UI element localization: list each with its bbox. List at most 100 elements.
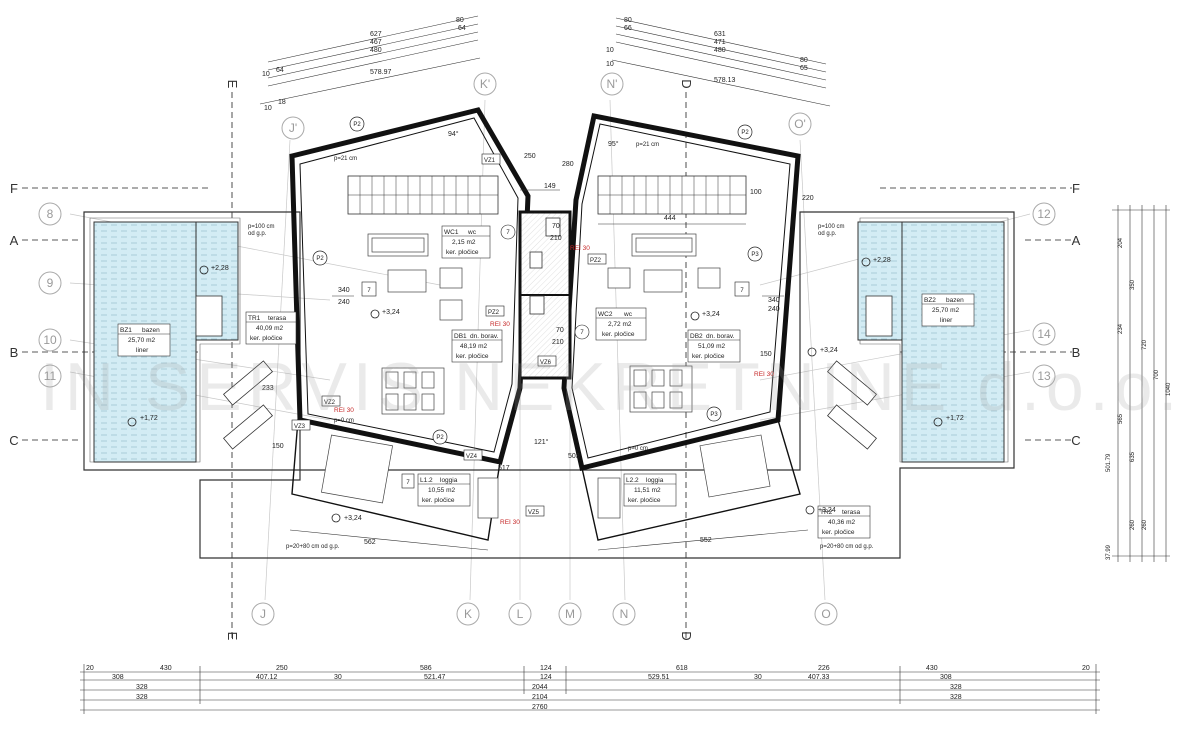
level-markers: +3,24 +3,24 +3,24 +3,24 +3,24 +2,28 +2,2… xyxy=(127,257,964,523)
room-code-bz2: BZ2 xyxy=(924,297,936,304)
pool-right xyxy=(857,221,1005,463)
tag-pz2-a: PZ2 xyxy=(488,310,500,316)
tag-p2-c: P2 xyxy=(436,435,444,441)
dimension-stack-top-right: 80 631 66 471 480 10 80 65 578.13 10 xyxy=(606,17,831,107)
tag-p2-d: P2 xyxy=(741,130,749,136)
room-area-wc1: 2,15 m2 xyxy=(452,239,476,246)
dim-280: 280 xyxy=(562,161,574,168)
room-area-db1: 48,19 m2 xyxy=(460,343,487,350)
dim-100: 100 xyxy=(750,189,762,196)
dim-233: 233 xyxy=(262,385,274,392)
level-terrace-right: +3,24 xyxy=(820,347,838,354)
grid-label-m: M xyxy=(565,607,575,621)
room-name-l12: loggia xyxy=(440,477,458,484)
watermark: IN SERVIS NEKRETNINE d.o.o. xyxy=(40,349,1183,425)
room-finish-tr2: ker. pločice xyxy=(822,529,855,536)
dim-angle-95: 95° xyxy=(608,140,619,148)
tag-vz4: VZ4 xyxy=(466,454,478,460)
tag-rei-1: REI 30 xyxy=(570,245,590,252)
tag-p2-b: P2 xyxy=(316,256,324,262)
door-tag-5: 7 xyxy=(406,480,410,486)
room-labels: WC1 wc 2,15 m2 ker. pločice DB1 dn. bora… xyxy=(117,225,975,539)
room-finish-wc1: ker. pločice xyxy=(446,249,479,256)
room-finish-l22: ker. pločice xyxy=(628,497,661,504)
dim-562: 562 xyxy=(364,539,376,546)
dim-bottom-r1-124: 124 xyxy=(540,665,552,672)
dim-top-right-10b: 10 xyxy=(606,61,614,68)
room-name-bz2: bazen xyxy=(946,297,964,304)
level-pool-top-left: +2,28 xyxy=(211,265,229,272)
dim-bottom-r5-2760: 2760 xyxy=(532,704,548,711)
door-tag-2: 7 xyxy=(580,330,584,336)
section-marker-b-left: B xyxy=(10,345,19,360)
tag-vz6: VZ6 xyxy=(540,360,552,366)
level-db1: +3,24 xyxy=(382,309,400,316)
dim-bottom-r2-124: 124 xyxy=(540,674,552,681)
dim-top-left-64a: 64 xyxy=(458,25,466,32)
dim-70-mid: 70 xyxy=(556,327,564,334)
room-label-wc2: WC2 wc 2,72 m2 ker. pločice xyxy=(595,307,647,341)
grid-label-10: 10 xyxy=(43,333,57,347)
room-code-bz1: BZ1 xyxy=(120,327,132,334)
dim-503: 503 xyxy=(568,453,580,460)
parapet-bottom-left: p=20+80 cm od g.p. xyxy=(286,544,340,550)
height-note-right: p=21 cm xyxy=(636,142,659,148)
sun-loungers xyxy=(223,360,877,450)
room-code-wc2: WC2 xyxy=(598,311,613,318)
dim-340-left: 340 xyxy=(338,287,350,294)
dim-right-565: 565 xyxy=(1118,413,1124,424)
dim-top-right-65: 65 xyxy=(800,65,808,72)
room-code-l22: L2.2 xyxy=(626,477,639,484)
furniture-right xyxy=(597,233,771,519)
section-marker-d-bottom: D xyxy=(679,631,694,640)
tag-vz5: VZ5 xyxy=(528,510,540,516)
dim-bottom-r3-2044: 2044 xyxy=(532,684,548,691)
grid-label-k: K xyxy=(464,607,472,621)
parapet-right: p=100 cm xyxy=(818,224,845,230)
dim-top-right-480: 480 xyxy=(714,47,726,54)
dim-angle-94: 94° xyxy=(448,130,459,138)
dim-top-right-631: 631 xyxy=(714,31,726,38)
room-name-wc2: wc xyxy=(623,311,633,318)
grid-markers xyxy=(38,72,1056,626)
dim-top-left-627: 627 xyxy=(370,31,382,38)
tag-vz2: VZ2 xyxy=(324,400,336,406)
dim-right-234: 234 xyxy=(1118,323,1124,334)
dim-right-1040: 1040 xyxy=(1166,382,1172,396)
stairs-left xyxy=(347,175,499,215)
stairs-right xyxy=(597,175,747,215)
dim-top-right-10: 10 xyxy=(606,47,614,54)
dim-right-37: 37.99 xyxy=(1106,544,1112,560)
tag-p2-a: P2 xyxy=(353,122,361,128)
dim-240-left: 240 xyxy=(338,299,350,306)
tag-pz2-b: PZ2 xyxy=(590,258,602,264)
room-code-l12: L1.2 xyxy=(420,477,433,484)
grid-label-l: L xyxy=(517,607,524,621)
room-area-tr2: 40,36 m2 xyxy=(828,519,855,526)
dim-220: 220 xyxy=(802,195,814,202)
dim-right-501: 501.79 xyxy=(1106,453,1112,472)
terrace-outline xyxy=(83,211,1015,559)
dim-bottom-r1-20a: 20 xyxy=(86,665,94,672)
section-marker-d-top: D xyxy=(679,79,694,88)
dim-top-left-80: 80 xyxy=(456,17,464,24)
grid-number-labels: 8 9 10 11 12 13 14 J' K' N' O' J K L M N… xyxy=(43,77,1051,621)
room-code-tr1: TR1 xyxy=(248,315,261,322)
dim-top-right-578: 578.13 xyxy=(714,77,736,84)
room-label-bz1: BZ1 bazen 25,70 m2 liner xyxy=(117,323,171,357)
section-marker-a-right: A xyxy=(1072,233,1081,248)
section-marker-c-left: C xyxy=(9,433,18,448)
room-label-l12: L1.2 loggia 10,55 m2 ker. pločice xyxy=(417,473,471,507)
grid-label-13: 13 xyxy=(1037,369,1051,383)
right-unit-walls xyxy=(561,113,801,541)
section-marker-labels: F F A A B B C C E E D D xyxy=(9,79,1080,640)
dim-top-left-10: 10 xyxy=(262,71,270,78)
dim-bottom-r2-521: 521.47 xyxy=(424,674,446,681)
dim-top-left-578: 578.97 xyxy=(370,69,392,76)
room-label-wc1: WC1 wc 2,15 m2 ker. pločice xyxy=(441,225,491,259)
room-finish-l12: ker. pločice xyxy=(422,497,455,504)
grid-label-j-prime: J' xyxy=(289,121,297,135)
section-marker-e-top: E xyxy=(225,80,240,89)
room-code-wc1: WC1 xyxy=(444,229,459,236)
